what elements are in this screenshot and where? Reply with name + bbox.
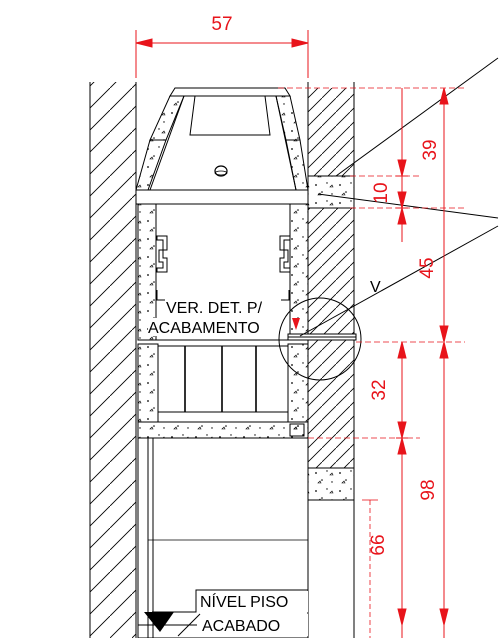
firebox-body bbox=[137, 203, 309, 341]
chimney-hood bbox=[135, 87, 309, 205]
floor-level-line1: NÍVEL PISO bbox=[200, 592, 288, 611]
floor-level-marker bbox=[144, 589, 308, 637]
detail-pointer bbox=[292, 318, 300, 330]
dim-top-width: 57 bbox=[211, 14, 232, 35]
firebox-opening bbox=[137, 343, 309, 423]
right-wall bbox=[307, 82, 355, 638]
dim-32: 32 bbox=[369, 379, 390, 400]
dim-45: 45 bbox=[417, 257, 438, 278]
hearth-slab bbox=[137, 421, 309, 439]
dimension-lines bbox=[135, 30, 465, 638]
detail-reference-line2: ACABAMENTO bbox=[148, 320, 260, 337]
dim-39: 39 bbox=[420, 139, 441, 160]
dim-66: 66 bbox=[368, 534, 389, 555]
detail-marker-label: V bbox=[370, 279, 381, 296]
left-wall bbox=[89, 82, 137, 638]
dim-10: 10 bbox=[371, 182, 392, 203]
level-triangle-icon bbox=[144, 612, 174, 632]
floor-level-line2: ACABADO bbox=[202, 618, 280, 635]
detail-callout bbox=[278, 225, 499, 381]
leader-lines bbox=[317, 57, 499, 219]
dim-98: 98 bbox=[418, 479, 439, 500]
detail-reference-line1: VER. DET. P/ bbox=[166, 300, 263, 317]
